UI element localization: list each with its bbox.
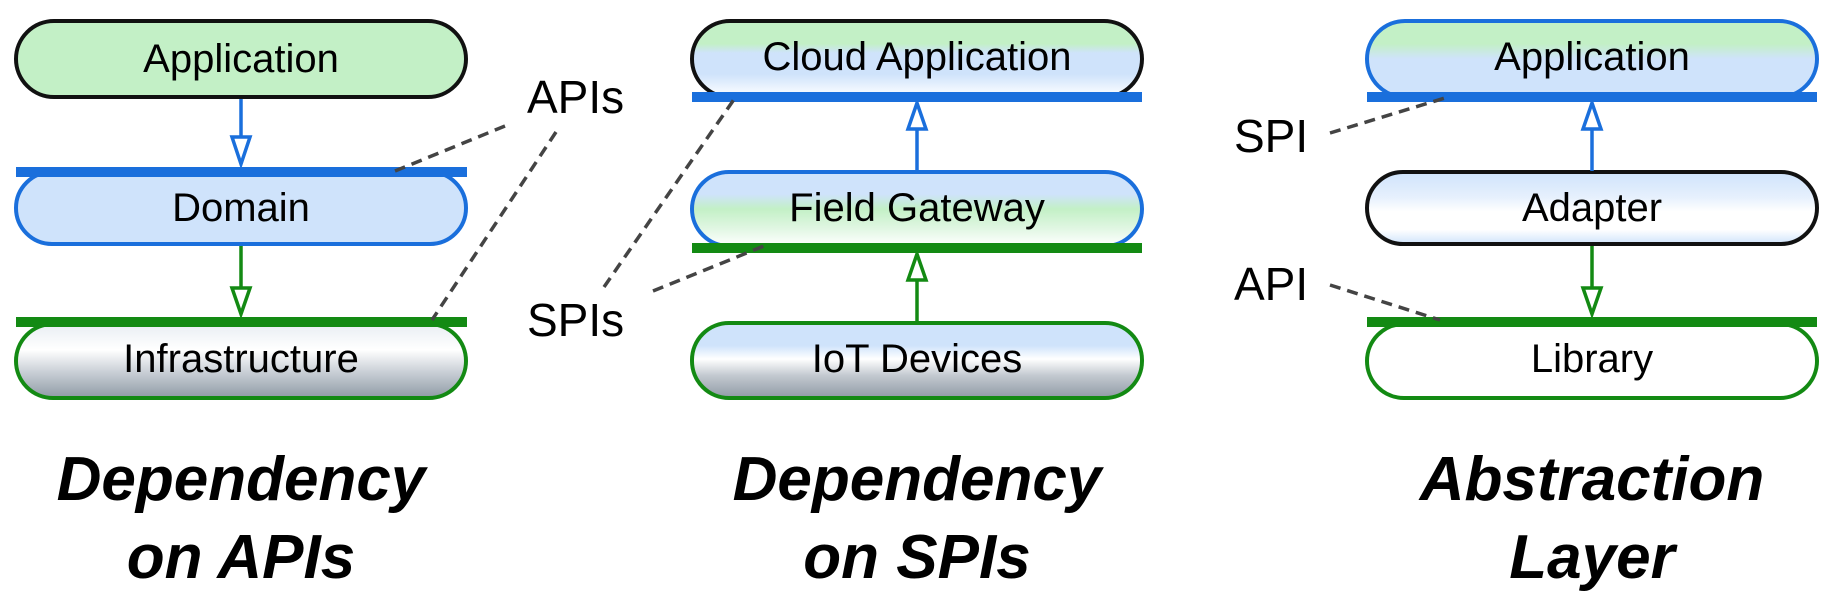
node-library: Library xyxy=(1365,322,1819,400)
node-field-gateway: Field Gateway xyxy=(690,170,1144,248)
node-label: Domain xyxy=(172,186,310,230)
node-infrastructure: Infrastructure xyxy=(14,322,468,400)
panel-dependency-on-apis: Application Domain Infrastructure APIs D… xyxy=(14,19,624,592)
panel-caption: Dependency xyxy=(733,445,1105,514)
node-cloud-application: Cloud Application xyxy=(690,19,1144,99)
node-adapter: Adapter xyxy=(1365,170,1819,246)
dashed-leader-line xyxy=(1329,283,1441,322)
arrow-down xyxy=(1580,246,1604,320)
arrow-up xyxy=(1580,97,1604,171)
panel-abstraction-layer: Application Adapter Library SPI API Abst… xyxy=(1234,19,1819,592)
annotation-label: APIs xyxy=(527,71,624,123)
dashed-leader-line xyxy=(430,131,558,321)
panel-caption: Dependency xyxy=(57,445,429,514)
dashed-leader-line xyxy=(652,244,765,293)
annotation-label: API xyxy=(1234,258,1308,310)
node-label: Cloud Application xyxy=(762,35,1071,79)
arrow-up xyxy=(905,97,929,171)
node-application: Application xyxy=(1365,19,1819,99)
panel-caption: on SPIs xyxy=(803,523,1030,592)
annotation-label: SPIs xyxy=(527,294,624,346)
panel-caption: on APIs xyxy=(127,523,356,592)
node-label: Field Gateway xyxy=(789,186,1045,230)
node-label: Application xyxy=(143,37,339,81)
panel-caption: Layer xyxy=(1509,523,1677,592)
node-label: Library xyxy=(1531,337,1653,381)
node-iot-devices: IoT Devices xyxy=(690,321,1144,400)
dashed-leader-line xyxy=(1329,96,1446,135)
arrow-down xyxy=(229,99,253,170)
dashed-leader-line xyxy=(602,97,737,288)
panel-dependency-on-spis: Cloud Application Field Gateway IoT Devi… xyxy=(527,19,1144,592)
node-label: IoT Devices xyxy=(812,337,1022,381)
node-label: Infrastructure xyxy=(123,337,359,381)
dashed-leader-line xyxy=(394,124,506,173)
node-domain: Domain xyxy=(14,170,468,246)
arrow-down xyxy=(229,246,253,320)
annotation-label: SPI xyxy=(1234,110,1308,162)
node-label: Adapter xyxy=(1522,186,1662,230)
node-application: Application xyxy=(14,19,468,99)
arrow-up xyxy=(905,248,929,322)
node-label: Application xyxy=(1494,35,1690,79)
panel-caption: Abstraction xyxy=(1418,445,1764,514)
